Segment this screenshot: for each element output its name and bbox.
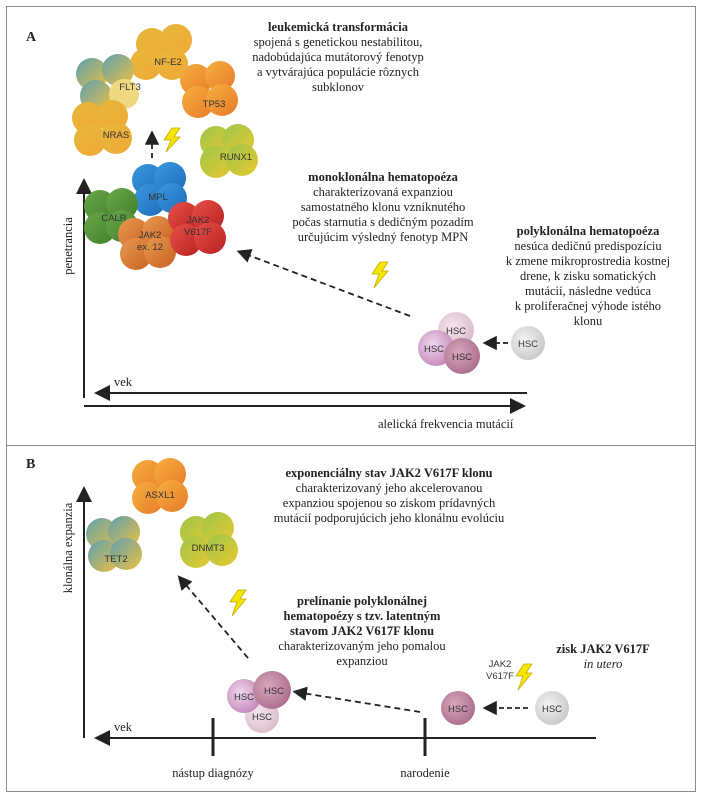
a-hsc-single: HSC [511,326,545,360]
cluster-dnmt3: DNMT3 [180,512,238,568]
a-y-axis-label: penetrancia [61,217,75,275]
hsc-label: HSC [452,352,472,363]
cluster-tet2: TET2 [86,516,142,572]
cluster-runx1: RUNX1 [200,124,258,178]
mutation-label-a: JAK2 [489,659,512,670]
exponential-line: charakterizovaný jeho akcelerovanou [295,481,483,495]
cluster-nf-e2: NF-E2 [130,24,192,80]
polyclonal-line: k proliferačnej výhode istého [514,299,662,313]
polyclonal-line: mutácií, následne vedúca [525,284,651,298]
gene-label-nras: NRAS [103,130,129,141]
b-tick-diagnosis-label: nástup diagnózy [172,766,254,780]
polyclonal-line: k zmene mikroprostredia kostnej [505,254,671,268]
gene-label-mpl: MPL [148,192,168,203]
panel-a-letter: A [26,30,37,45]
gene-label-nf-e2: NF-E2 [154,57,181,68]
cluster-calr: CALR [84,188,138,244]
overlap-text: prelínanie polyklonálnej hematopoézy s t… [262,594,462,669]
cluster-asxl1: ASXL1 [132,458,188,514]
lightning-icon [371,261,389,289]
gene-label-asxl1: ASXL1 [145,490,175,501]
exponential-line: mutácií podporujúcich jeho klonálnu evol… [273,511,505,525]
polyclonal-line: drene, k zisku somatických [519,269,657,283]
mutation-label-b: V617F [486,671,514,682]
gene-label-calr: CALR [101,213,126,224]
gain-text: zisk JAK2 V617F in utero [528,642,678,672]
leukemic-line: spojená s genetickou nestabilitou, [253,35,423,49]
gene-label-jak2-ex12-a: JAK2 [139,230,162,241]
leukemic-line: nadobúdajúca mutátorový fenotyp [252,50,424,64]
overlap-title: prelínanie polyklonálnej [296,594,427,608]
monoclonal-line: určujúcim výsledný fenotyp MPN [297,230,469,244]
gene-label-dnmt3: DNMT3 [192,543,225,554]
monoclonal-line: samostatného klonu vzniknutého [300,200,466,214]
polyclonal-line: nesúca dedičnú predispozíciu [514,239,662,253]
monoclonal-line: charakterizovaná expanziou [313,185,453,199]
b-tick-birth-label: narodenie [400,766,450,780]
hsc-label: HSC [446,326,466,337]
leukemic-line: a vytvárajúca populácie rôznych [256,65,420,79]
a-x-axis-label: alelická frekvencia mutácií [378,417,514,431]
a-arrow-to-monoclonal [236,249,411,317]
polyclonal-title: polyklonálna hematopoéza [516,224,660,238]
gene-label-jak2-v617f-a: JAK2 [187,215,210,226]
overlap-title: stavom JAK2 V617F klonu [289,624,435,638]
hsc-label: HSC [264,686,284,697]
overlap-line: charakterizovaným jeho pomalou [278,639,446,653]
cluster-nras: NRAS [72,100,132,156]
hsc-label: HSC [542,704,562,715]
b-hsc-mutant: HSC [441,691,475,725]
b-y-axis-label: klonálna expanzia [61,502,75,593]
gain-subtitle: in utero [583,657,623,671]
hsc-label: HSC [252,712,272,723]
b-arrow-to-exponential [177,575,249,659]
gene-label-tet2: TET2 [104,554,127,565]
leukemic-line: subklonov [311,80,365,94]
lightning-icon [515,663,533,691]
gene-label-flt3: FLT3 [119,82,140,93]
gene-label-jak2-ex12-b: ex. 12 [137,242,163,253]
b-arrow-to-overlap [292,686,421,713]
figure-frame [6,6,696,792]
b-hsc-normal: HSC [535,691,569,725]
polyclonal-text: polyklonálna hematopoéza nesúca dedičnú … [488,224,688,329]
gene-label-tp53: TP53 [203,99,226,110]
monoclonal-title: monoklonálna hematopoéza [308,170,458,184]
monoclonal-text: monoklonálna hematopoéza charakterizovan… [268,170,498,245]
hsc-label: HSC [234,692,254,703]
leukemic-text: leukemická transformácia spojená s genet… [222,20,454,95]
lightning-icon [163,127,181,153]
gene-label-jak2-v617f-b: V617F [184,227,212,238]
lightning-icon [229,589,247,617]
monoclonal-line: počas starnutia s dedičným pozadím [292,215,474,229]
cluster-mpl: MPL [132,162,187,216]
b-hsc-group: HSC HSC HSC [227,671,291,733]
hsc-label: HSC [448,704,468,715]
panel-b-letter: B [26,457,36,472]
hsc-label: HSC [518,339,538,350]
leukemic-title: leukemická transformácia [268,20,408,34]
a-age-label: vek [114,375,133,389]
exponential-line: expanziou spojenou so ziskom prídavných [282,496,496,510]
exponential-text: exponenciálny stav JAK2 V617F klonu char… [244,466,534,526]
cluster-tp53: TP53 [180,61,238,118]
panel-separator [6,445,696,446]
cluster-jak2-ex12: JAK2 ex. 12 [118,216,176,270]
a-hsc-group: HSC HSC HSC [418,312,480,374]
overlap-line: expanziou [336,654,388,668]
cluster-jak2-v617f: JAK2 V617F [168,200,226,256]
overlap-title: hematopoézy s tzv. latentným [283,609,441,623]
hsc-label: HSC [424,344,444,355]
cluster-flt3: FLT3 [76,54,141,112]
exponential-title: exponenciálny stav JAK2 V617F klonu [285,466,493,480]
polyclonal-line: klonu [573,314,603,328]
gain-title: zisk JAK2 V617F [556,642,650,656]
b-age-label: vek [114,720,133,734]
gene-label-runx1: RUNX1 [220,152,252,163]
